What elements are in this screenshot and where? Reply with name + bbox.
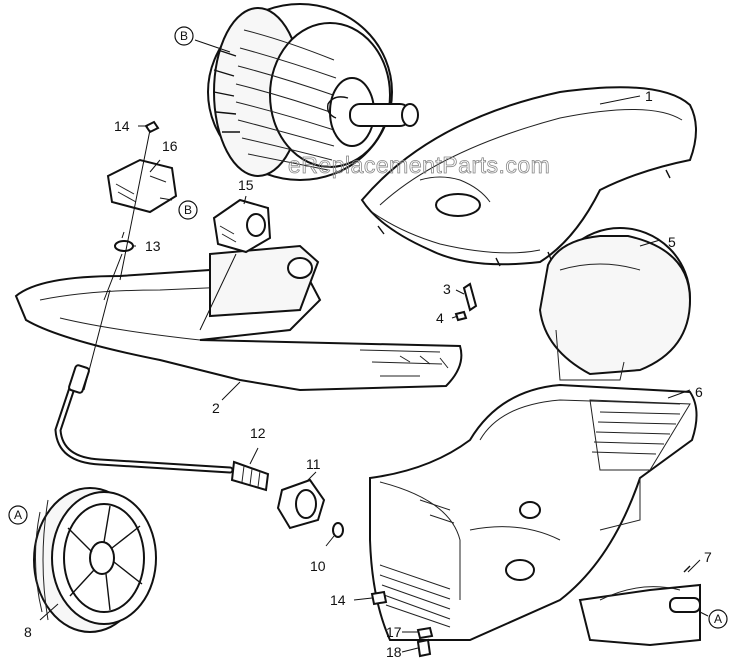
hose-reel bbox=[207, 3, 419, 181]
marker-label: A bbox=[14, 508, 22, 522]
callout-14-top: 14 bbox=[114, 118, 130, 134]
callout-18: 18 bbox=[386, 644, 402, 660]
reference-marker-a-wheel: A bbox=[8, 505, 28, 525]
callout-6: 6 bbox=[695, 384, 703, 400]
callout-4: 4 bbox=[436, 310, 444, 326]
o-ring-10 bbox=[332, 522, 344, 538]
fan-shroud bbox=[538, 227, 692, 381]
callout-7: 7 bbox=[704, 549, 712, 565]
reference-marker-b-top: B bbox=[174, 26, 194, 46]
nut-11 bbox=[276, 478, 326, 530]
callout-14-bottom: 14 bbox=[330, 592, 346, 608]
callout-1: 1 bbox=[645, 88, 653, 104]
callout-16: 16 bbox=[162, 138, 178, 154]
gun-holder-16 bbox=[106, 158, 178, 214]
wheel bbox=[33, 487, 157, 633]
connector-12 bbox=[230, 460, 270, 492]
leader-lines bbox=[39, 39, 709, 653]
hose-line bbox=[54, 364, 234, 474]
hose-holder-15 bbox=[212, 198, 272, 254]
marker-label: A bbox=[714, 612, 722, 626]
callout-3: 3 bbox=[443, 281, 451, 297]
marker-label: B bbox=[180, 29, 188, 43]
screw-14-top bbox=[144, 120, 160, 134]
clip-13 bbox=[114, 240, 134, 252]
callout-13: 13 bbox=[145, 238, 161, 254]
reference-marker-b-holder: B bbox=[178, 200, 198, 220]
callout-17: 17 bbox=[386, 624, 402, 640]
callout-11: 11 bbox=[306, 456, 321, 472]
callout-10: 10 bbox=[310, 558, 326, 574]
callout-2: 2 bbox=[212, 400, 220, 416]
top-cover bbox=[360, 86, 697, 267]
callout-5: 5 bbox=[668, 234, 676, 250]
screw-3 bbox=[462, 282, 478, 312]
callout-8: 8 bbox=[24, 624, 32, 640]
callout-15: 15 bbox=[238, 177, 254, 193]
watermark-text: eReplacementParts.com bbox=[288, 152, 550, 178]
washer-17 bbox=[416, 626, 434, 640]
base-housing bbox=[369, 383, 698, 641]
reference-marker-a-bracket: A bbox=[708, 609, 728, 629]
screw-14-bottom bbox=[370, 590, 388, 606]
axle-bracket bbox=[578, 565, 701, 647]
screw-18 bbox=[416, 638, 432, 658]
washer-4 bbox=[454, 310, 468, 322]
callout-12: 12 bbox=[250, 425, 266, 441]
handle-frame bbox=[14, 244, 463, 392]
marker-label: B bbox=[184, 203, 192, 217]
